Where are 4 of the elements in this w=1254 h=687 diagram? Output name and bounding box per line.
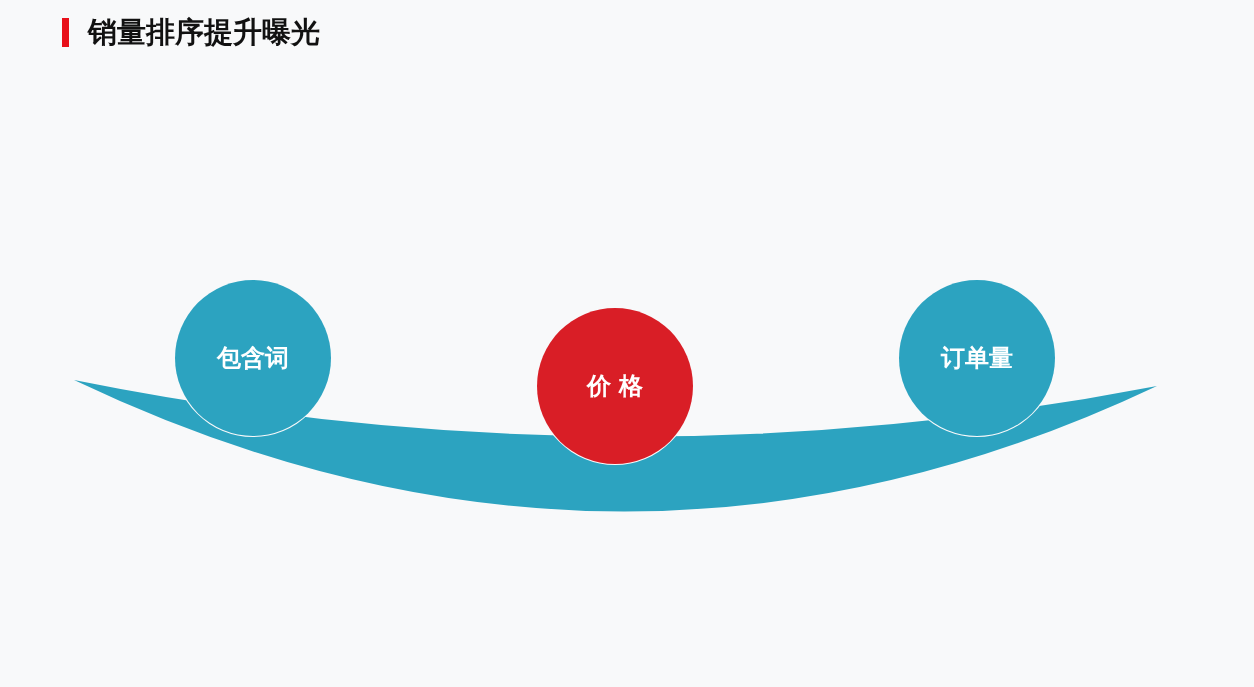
title: 销量排序提升曝光 (88, 14, 320, 50)
node-label: 订单量 (941, 343, 1013, 374)
node-label: 包含词 (217, 343, 289, 374)
node-label: 价 格 (586, 371, 644, 402)
